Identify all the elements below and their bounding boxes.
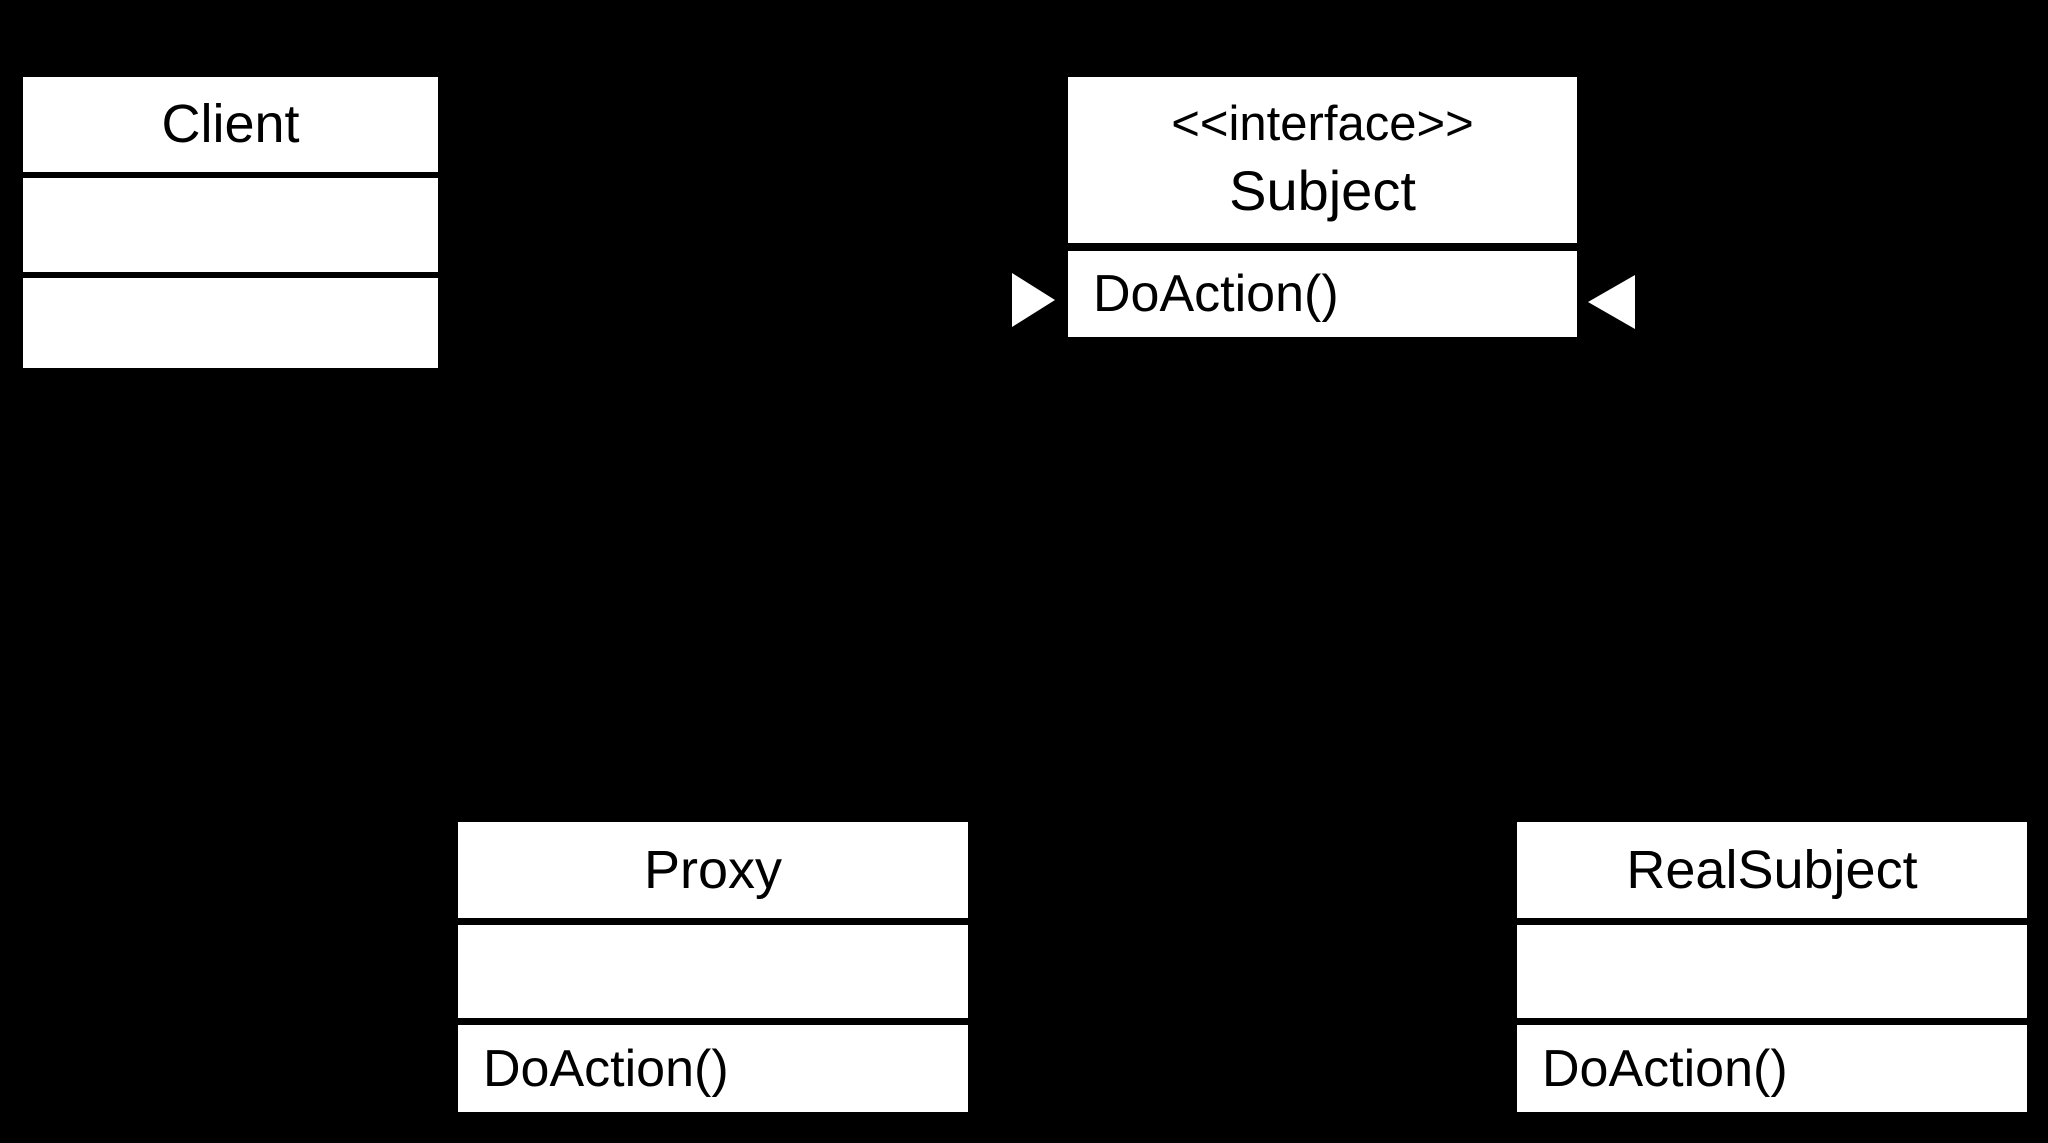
subject-methods-compartment: DoAction() (1068, 251, 1577, 337)
proxy-method-doaction: DoAction() (483, 1039, 729, 1098)
subject-title-compartment: <<interface>> Subject (1068, 77, 1577, 243)
subject-class-name: Subject (1229, 158, 1416, 222)
subject-method-doaction: DoAction() (1093, 265, 1339, 323)
realization-arrowhead-right-icon (1588, 275, 1635, 329)
class-box-subject-interface: <<interface>> Subject DoAction() (1068, 77, 1577, 337)
proxy-title-compartment: Proxy (458, 822, 968, 918)
class-box-proxy: Proxy DoAction() (458, 822, 968, 1112)
proxy-attributes-compartment (458, 925, 968, 1018)
realsubject-title-compartment: RealSubject (1517, 822, 2027, 918)
proxy-class-name: Proxy (643, 839, 783, 900)
class-box-client: Client (23, 77, 438, 368)
client-class-name: Client (161, 94, 300, 155)
realsubject-class-name: RealSubject (1626, 839, 1918, 900)
client-attributes-compartment (23, 178, 438, 272)
subject-stereotype-label: <<interface>> (1171, 97, 1474, 152)
proxy-methods-compartment: DoAction() (458, 1025, 968, 1112)
client-title-compartment: Client (23, 77, 438, 172)
client-methods-compartment (23, 278, 438, 368)
realsubject-method-doaction: DoAction() (1542, 1039, 1788, 1098)
class-box-realsubject: RealSubject DoAction() (1517, 822, 2027, 1112)
realsubject-methods-compartment: DoAction() (1517, 1025, 2027, 1112)
realization-arrowhead-left-icon (1012, 273, 1055, 327)
realsubject-attributes-compartment (1517, 925, 2027, 1018)
